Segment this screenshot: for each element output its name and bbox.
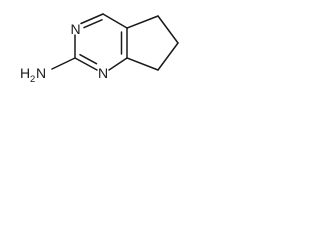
bond-c4a-c5: [126, 15, 159, 29]
atom-n3-label: N: [71, 21, 81, 37]
bond-c2-nh2: [51, 57, 76, 70]
bond-c4-n3: [80, 13, 104, 25]
bond-c2-n1-double: [79, 53, 98, 65]
amine-subscript-label: 2: [30, 74, 35, 85]
chemical-structure: N N H 2 N: [20, 13, 179, 85]
bond-c4-n3-double: [83, 19, 103, 29]
amine-h-label: H: [20, 65, 30, 81]
bond-c6-c7: [157, 42, 179, 71]
bond-c2-n1: [74, 57, 98, 71]
atom-n1-label: N: [98, 65, 108, 81]
amine-n-label: N: [36, 65, 46, 81]
bond-n1-c7a: [108, 57, 128, 71]
bond-c5-c6: [157, 15, 179, 44]
bond-c7-c7a: [126, 57, 159, 71]
bond-c4a-c4: [102, 13, 128, 29]
